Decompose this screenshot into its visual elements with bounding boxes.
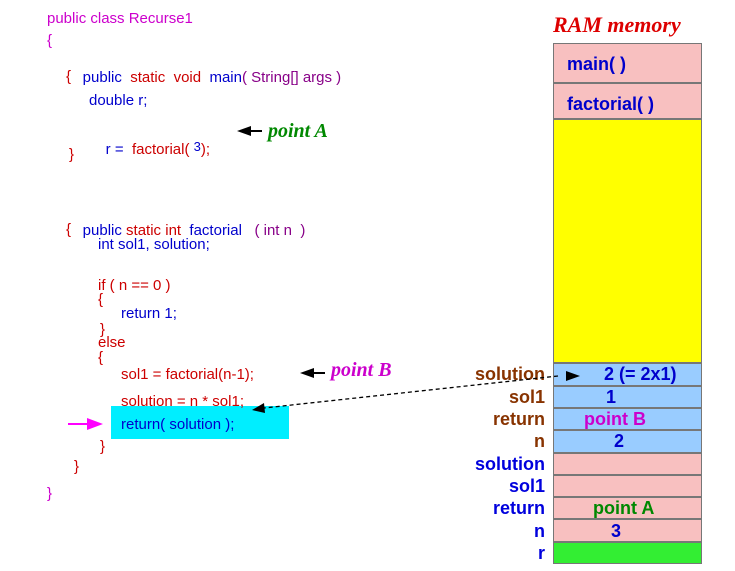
point-a-label: point A xyxy=(268,120,328,142)
main-frame-cell xyxy=(553,43,702,83)
double-r-line: double r; xyxy=(89,92,148,109)
value-n-2: 2 xyxy=(614,431,625,451)
class-close-brace: } xyxy=(47,485,53,502)
fact-close-brace: } xyxy=(74,458,80,475)
value-return-2: point B xyxy=(584,409,646,429)
free-memory-region xyxy=(553,119,702,363)
stack-cell-return-1 xyxy=(553,497,702,519)
assign-call: factorial( xyxy=(131,141,190,158)
main-kw-static: static xyxy=(130,69,166,86)
if-close-brace: } xyxy=(100,321,106,338)
label-sol1-1: sol1 xyxy=(508,476,545,496)
point-b-arrow xyxy=(300,368,325,378)
stack-cell-sol1-1 xyxy=(553,475,702,497)
label-solution-1: solution xyxy=(475,454,545,474)
stack-cell-n-2 xyxy=(553,430,702,453)
else-close-brace: } xyxy=(100,438,106,455)
label-return-2: return xyxy=(492,409,545,429)
class-declaration: public class Recurse1 xyxy=(47,10,193,27)
stack-cell-n-1 xyxy=(553,519,702,542)
sol1-line: sol1 = factorial(n-1); xyxy=(121,366,254,383)
factorial-frame-cell xyxy=(553,83,702,119)
point-b-label: point B xyxy=(331,359,392,381)
stack-cell-solution-1 xyxy=(553,453,702,475)
stack-cell-solution-2 xyxy=(553,363,702,386)
assign-end: ); xyxy=(200,141,211,158)
main-signature: public static void main( String[] args ) xyxy=(66,52,342,103)
main-frame-label: main( ) xyxy=(567,54,627,74)
else-keyword: else xyxy=(98,334,126,351)
stack-cell-return-2 xyxy=(553,408,702,430)
if-open-brace: { xyxy=(98,291,104,308)
fact-open-brace: { xyxy=(66,221,72,238)
fact-kw-public: public xyxy=(82,222,122,239)
class-open-brace: { xyxy=(47,32,53,49)
solution-line: solution = n * sol1; xyxy=(121,393,244,410)
current-line-arrow xyxy=(68,418,103,430)
point-a-arrow xyxy=(237,126,262,136)
main-params: ( String[] args ) xyxy=(241,69,342,86)
fact-params: ( int n ) xyxy=(254,222,306,239)
value-solution-2: 2 (= 2x1) xyxy=(604,364,677,384)
return-value-arrow xyxy=(252,371,580,413)
return-1-line: return 1; xyxy=(121,305,177,322)
fact-kw-int: int xyxy=(165,222,182,239)
value-sol1-2: 1 xyxy=(606,387,617,407)
main-name: main xyxy=(209,69,242,86)
factorial-frame-label: factorial( ) xyxy=(567,94,655,114)
label-return-1: return xyxy=(492,498,545,518)
fact-name: factorial xyxy=(189,222,242,239)
label-n-1: n xyxy=(534,521,545,541)
assign-lhs: r = xyxy=(105,141,124,158)
main-close-brace: } xyxy=(69,146,75,163)
else-open-brace: { xyxy=(98,349,104,366)
value-return-1: point A xyxy=(593,498,655,518)
label-r: r xyxy=(537,543,545,563)
fact-kw-static: static xyxy=(126,222,162,239)
assign-arg: 3 xyxy=(193,139,201,154)
main-open-brace: { xyxy=(66,68,72,85)
decl-line: int sol1, solution; xyxy=(98,236,210,253)
if-line: if ( n == 0 ) xyxy=(98,277,171,294)
assign-line: r = factorial( 3); xyxy=(89,124,210,175)
main-kw-public: public xyxy=(82,69,122,86)
stack-cell-r xyxy=(553,542,702,564)
factorial-signature: public static int factorial ( int n ) xyxy=(66,205,306,256)
label-n-2: n xyxy=(534,431,545,451)
value-n-1: 3 xyxy=(611,521,622,541)
main-kw-void: void xyxy=(173,69,202,86)
ram-memory-title: RAM memory xyxy=(553,12,681,37)
return-solution-line: return( solution ); xyxy=(121,416,235,433)
label-sol1-2: sol1 xyxy=(508,387,545,407)
stack-cell-sol1-2 xyxy=(553,386,702,408)
